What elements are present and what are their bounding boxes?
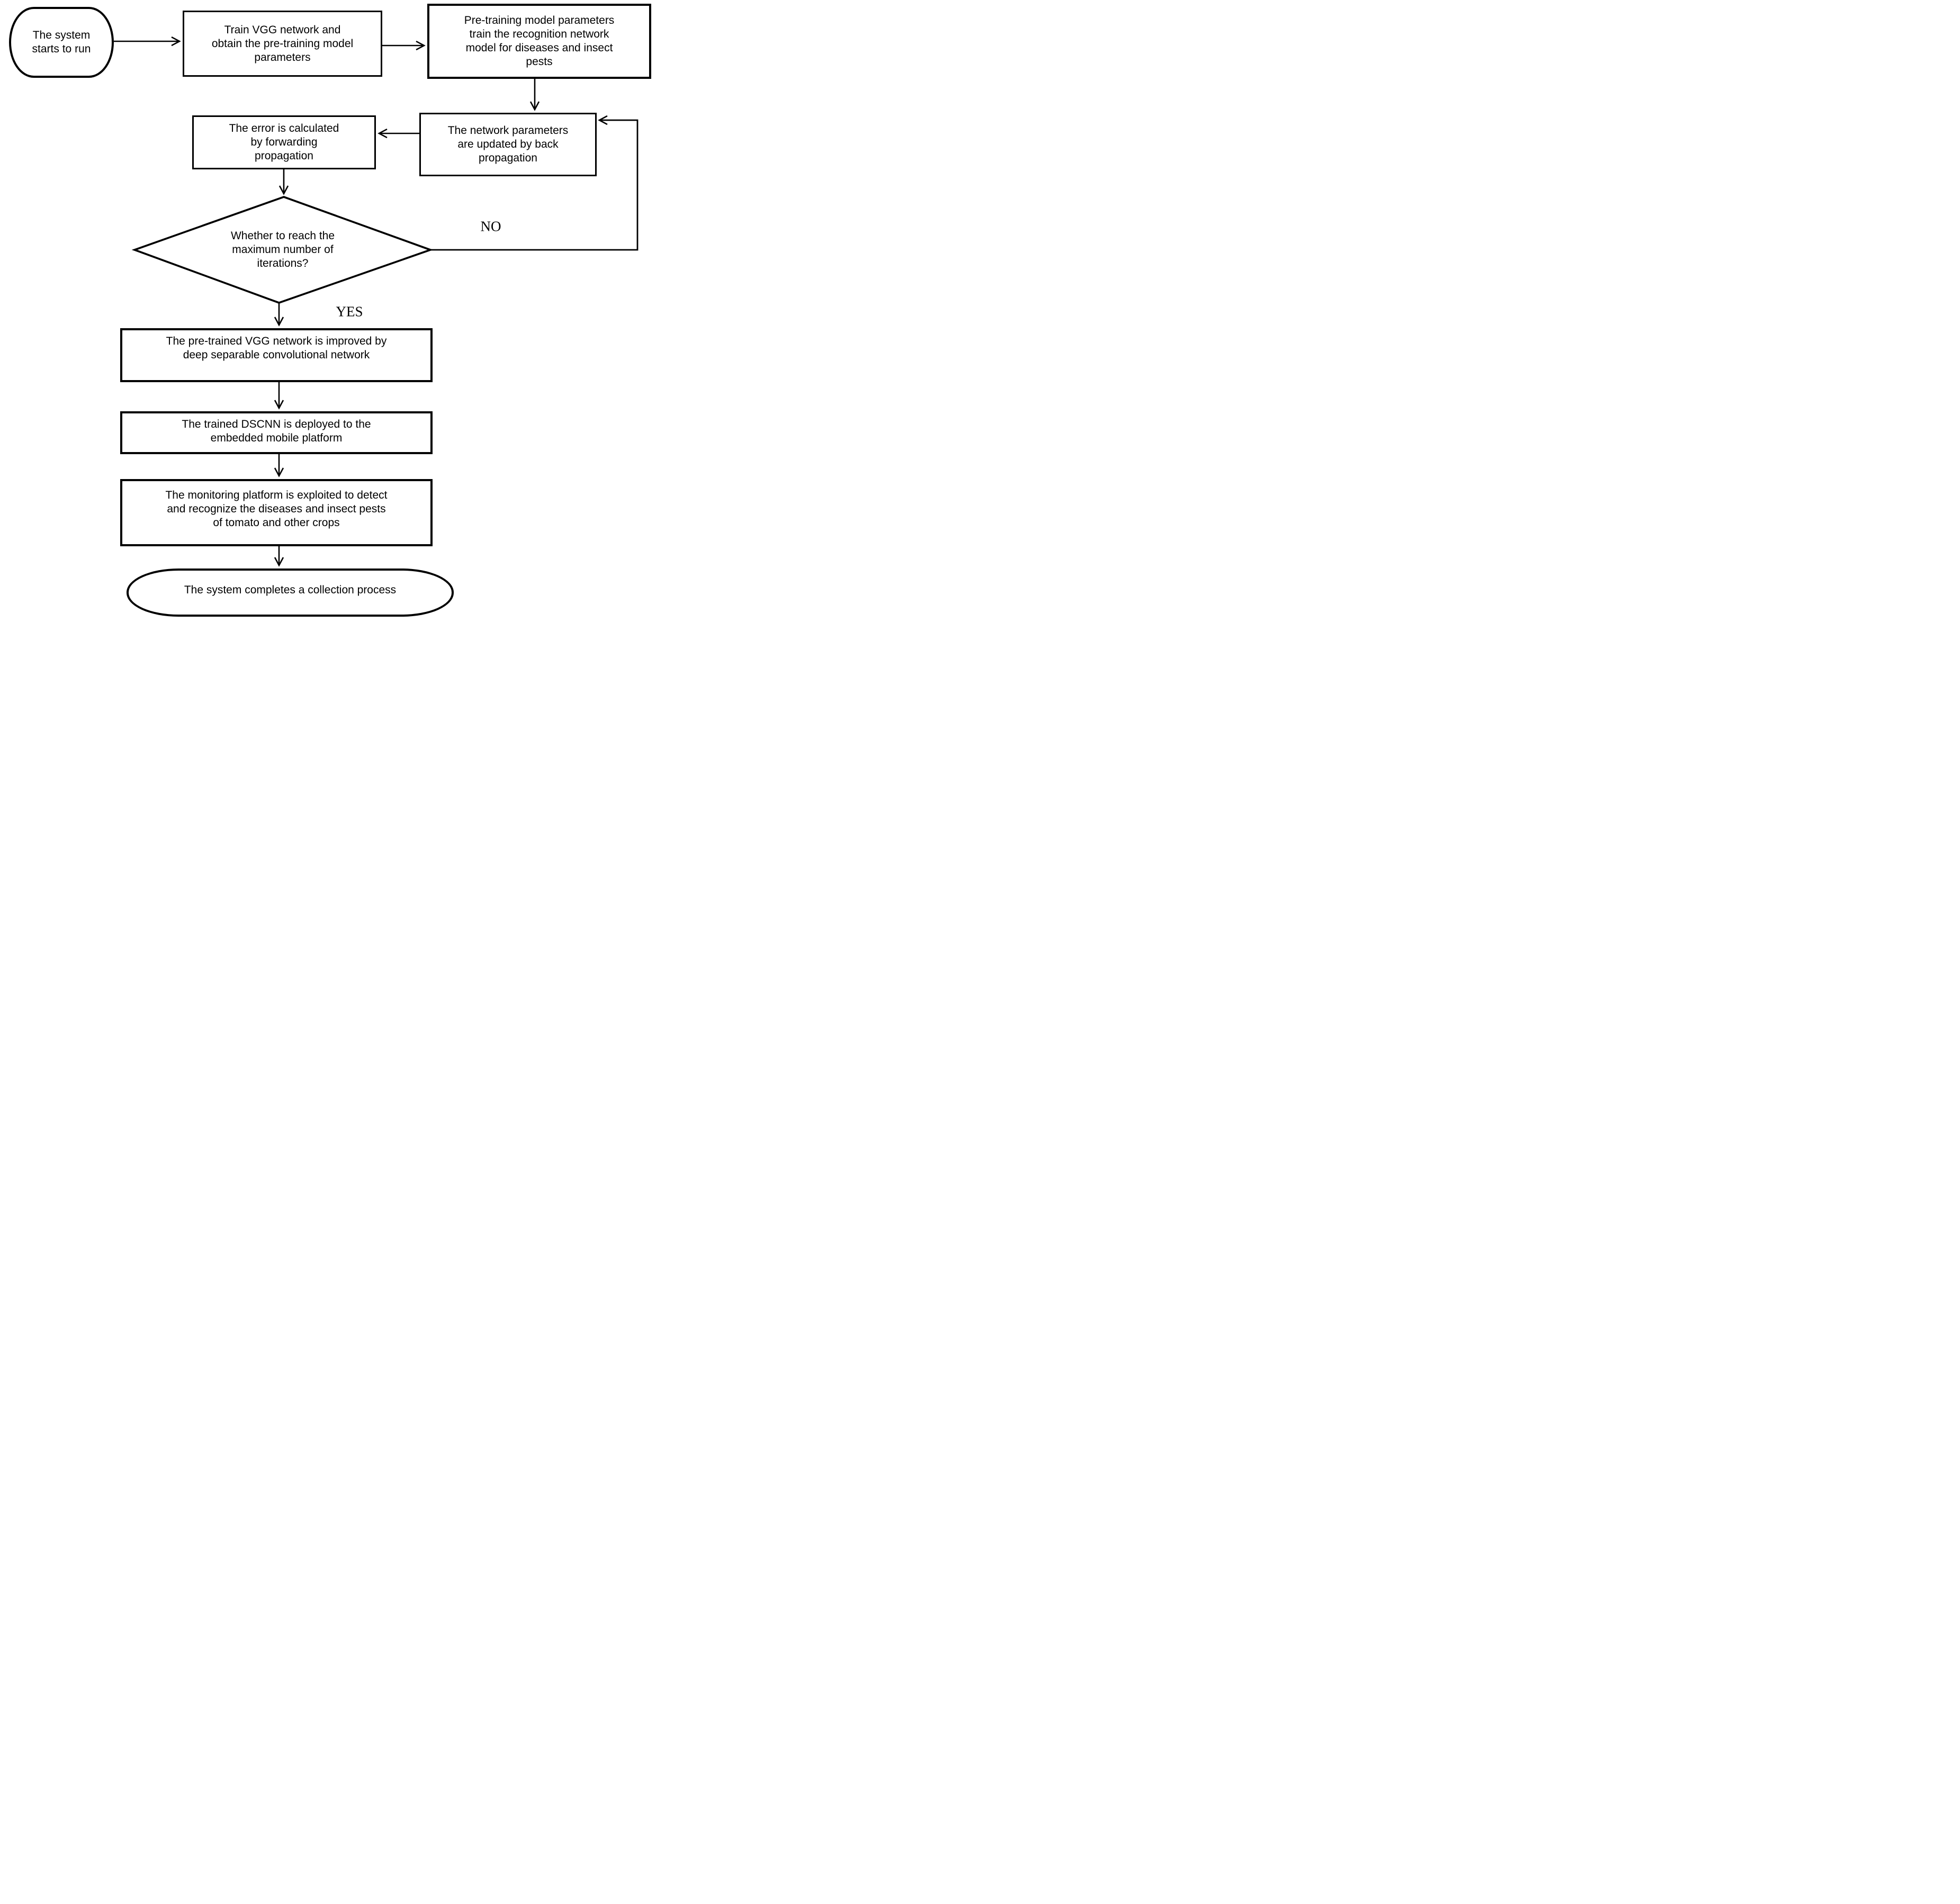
text-line: iterations? (257, 257, 309, 269)
text-line: of tomato and other crops (213, 517, 340, 529)
text-line: embedded mobile platform (210, 432, 343, 444)
text-line: starts to run (32, 43, 91, 55)
process-forward-error: The error is calculated by forwarding pr… (192, 115, 376, 169)
text-line: train the recognition network (469, 28, 609, 40)
decision-max-iterations: Whether to reach the maximum number of i… (187, 228, 378, 272)
text-line: and recognize the diseases and insect pe… (167, 503, 386, 515)
text-line: Train VGG network and (224, 23, 341, 36)
process-monitor-detect: The monitoring platform is exploited to … (120, 479, 433, 546)
text-line: Whether to reach the (230, 230, 335, 242)
process-improve-dscnn: The pre-trained VGG network is improved … (120, 328, 433, 382)
process-train-vgg: Train VGG network and obtain the pre-tra… (183, 11, 382, 77)
text-line: The system (32, 29, 91, 41)
text-line: propagation (479, 152, 537, 164)
process-deploy-dscnn: The trained DSCNN is deployed to the emb… (120, 411, 433, 454)
text-line: The monitoring platform is exploited to … (165, 489, 388, 501)
text-line: deep separable convolutional network (183, 349, 370, 361)
text-line: The error is calculated (229, 122, 339, 134)
connector-layer (114, 36, 639, 567)
text-line: model for diseases and insect (465, 42, 613, 54)
process-backprop-update: The network parameters are updated by ba… (419, 113, 597, 176)
text-line: are updated by back (457, 138, 559, 150)
text-line: propagation (255, 150, 313, 162)
text-line: maximum number of (232, 243, 334, 256)
flowchart: The system starts to run Train VGG netwo… (0, 0, 653, 635)
decision-diamond-shape (131, 196, 434, 304)
text-line: The network parameters (447, 124, 569, 137)
arrow-no-loop (430, 115, 639, 251)
process-pretrain-transfer: Pre-training model parameters train the … (427, 4, 651, 79)
text-line: obtain the pre-training model (211, 37, 354, 50)
text-line: parameters (254, 51, 311, 64)
text-line: The trained DSCNN is deployed to the (182, 418, 371, 430)
terminator-start: The system starts to run (9, 7, 114, 78)
text-line: Pre-training model parameters (464, 14, 615, 26)
text-line: by forwarding (250, 136, 318, 148)
label-yes: YES (336, 303, 363, 320)
text-line: The system completes a collection proces… (184, 583, 397, 596)
text-line: The pre-trained VGG network is improved … (166, 335, 387, 347)
terminator-end: The system completes a collection proces… (127, 569, 454, 617)
label-no: NO (480, 218, 501, 234)
text-line: pests (526, 56, 553, 68)
